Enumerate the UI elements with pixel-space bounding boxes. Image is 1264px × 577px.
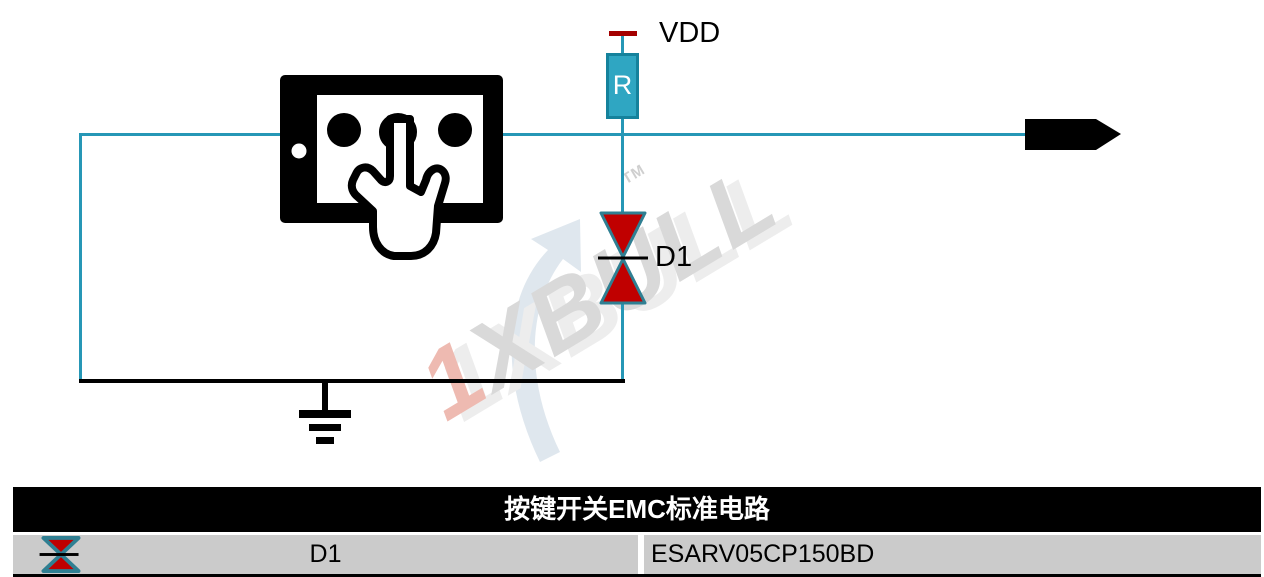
table-column-divider: [638, 535, 644, 574]
vdd-label: VDD: [659, 17, 721, 49]
button-right-dot: [438, 113, 472, 147]
table-row: D1 ESARV05CP150BD: [13, 535, 1261, 574]
vdd-rail-bar: [609, 31, 637, 36]
wire-branch-lower: [621, 301, 624, 381]
table-cell-part: ESARV05CP150BD: [644, 535, 1261, 574]
tvs-diode-symbol: [598, 211, 648, 305]
table-gap: [13, 532, 1261, 535]
diode-triangle-top: [599, 211, 647, 259]
button-left-dot: [327, 113, 361, 147]
table-cell-ref: D1: [13, 535, 638, 574]
parts-table: 按键开关EMC标准电路 D1 ESARV05CP150BD: [13, 487, 1261, 577]
table-title: 按键开关EMC标准电路: [13, 487, 1261, 532]
wire-left: [79, 133, 82, 383]
diode-label: D1: [655, 241, 693, 273]
ground-bar-2: [309, 424, 341, 431]
table-bottom-strip: [13, 574, 1261, 577]
resistor-body: [606, 53, 639, 119]
ground-symbol: [299, 381, 351, 444]
pointing-hand-icon: [347, 115, 450, 260]
row-part-number: ESARV05CP150BD: [651, 540, 875, 568]
ground-stub: [322, 381, 328, 411]
diode-crossbar: [598, 256, 648, 260]
signal-arrow-icon: [1025, 119, 1121, 150]
resistor-label: R: [612, 70, 633, 100]
row-icon-crossbar: [39, 553, 79, 556]
wire-branch-upper: [621, 36, 624, 213]
wires-teal: [79, 36, 1026, 383]
wire-bottom: [79, 379, 625, 383]
touch-button-icon: [280, 75, 503, 260]
tvs-diode-icon: [39, 536, 81, 573]
diode-triangle-bottom: [599, 257, 647, 305]
row-icon-triangle-bottom: [41, 552, 81, 573]
bezel-home-dot: [291, 143, 307, 159]
ground-bar-3: [316, 437, 334, 444]
ground-bar-1: [299, 410, 351, 418]
wire-top: [79, 133, 1026, 136]
row-ref-label: D1: [309, 540, 342, 568]
row-icon-triangle-top: [41, 536, 81, 557]
